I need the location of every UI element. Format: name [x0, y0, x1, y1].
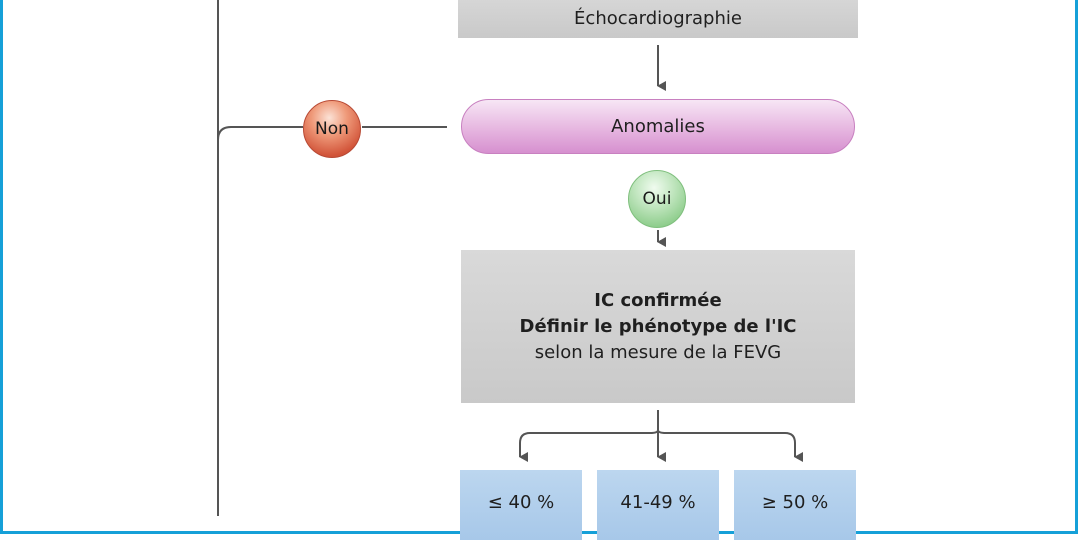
fevg-mildly-reduced-box: 41-49 % [597, 470, 719, 540]
ic-fevg-line: selon la mesure de la FEVG [534, 341, 782, 363]
ic-confirmed-title: IC confirmée [594, 289, 722, 311]
oui-label: Oui [642, 189, 672, 209]
split-left-branch [519, 429, 659, 462]
non-branch-line [217, 126, 303, 141]
non-label: Non [315, 119, 349, 139]
echocardiography-label: Échocardiographie [574, 7, 742, 29]
split-right-branch [657, 429, 803, 462]
anomalies-node: Anomalies [461, 99, 855, 154]
ic-confirmed-box: IC confirmée Définir le phénotype de l'I… [461, 250, 855, 403]
anomalies-label: Anomalies [611, 116, 705, 137]
oui-circle: Oui [628, 170, 686, 228]
ic-phenotype-line: Définir le phénotype de l'IC [519, 315, 797, 337]
connector-lines [217, 0, 803, 516]
fevg-reduced-box: ≤ 40 % [460, 470, 582, 540]
fevg-preserved-label: ≥ 50 % [761, 492, 829, 513]
fevg-mildly-reduced-label: 41-49 % [620, 492, 696, 513]
fevg-preserved-box: ≥ 50 % [734, 470, 856, 540]
non-circle: Non [303, 100, 361, 158]
echocardiography-box: Échocardiographie [458, 0, 858, 38]
fevg-reduced-label: ≤ 40 % [487, 492, 555, 513]
